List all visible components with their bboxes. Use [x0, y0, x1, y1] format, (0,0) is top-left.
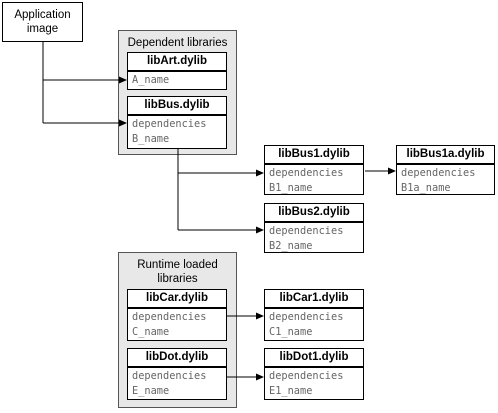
lib-car-name: libCar.dylib [128, 290, 226, 309]
lib-bus1-line2: B1_name [269, 182, 313, 194]
lib-art-line1: A_name [132, 74, 170, 86]
runtime-libraries-title-line1: Runtime loaded [137, 259, 218, 271]
lib-bus1a-line1: dependencies [401, 167, 476, 179]
lib-car-box: libCar.dylib dependencies C_name [127, 289, 227, 341]
lib-dot-line2: E_name [132, 385, 170, 397]
runtime-libraries-title-line2: libraries [157, 273, 198, 285]
lib-car1-name: libCar1.dylib [265, 290, 363, 309]
lib-bus-line2: B_name [132, 133, 170, 145]
lib-bus1-name: libBus1.dylib [265, 146, 363, 165]
lib-dot1-line1: dependencies [269, 370, 344, 382]
application-image-box: Application image [2, 2, 83, 42]
application-label-line2: image [26, 23, 59, 35]
lib-dot1-line2: E1_name [269, 385, 313, 397]
lib-car1-box: libCar1.dylib dependencies C1_name [264, 289, 364, 341]
lib-bus1a-box: libBus1a.dylib dependencies B1a_name [396, 145, 495, 195]
lib-car-line2: C_name [132, 326, 170, 338]
lib-car1-line1: dependencies [269, 311, 344, 323]
lib-dot1-box: libDot1.dylib dependencies E1_name [264, 348, 364, 400]
lib-bus2-line2: B2_name [269, 240, 313, 252]
lib-bus-name: libBus.dylib [128, 97, 226, 116]
lib-bus-line1: dependencies [132, 118, 207, 130]
application-label-line1: Application [14, 9, 71, 21]
lib-car1-line2: C1_name [269, 326, 313, 338]
lib-bus1-box: libBus1.dylib dependencies B1_name [264, 145, 364, 195]
lib-bus-box: libBus.dylib dependencies B_name [127, 96, 227, 149]
lib-dot-line1: dependencies [132, 370, 207, 382]
lib-dot-name: libDot.dylib [128, 349, 226, 368]
lib-bus1a-line2: B1a_name [401, 182, 451, 194]
lib-bus1a-name: libBus1a.dylib [397, 146, 494, 165]
lib-art-box: libArt.dylib A_name [127, 52, 227, 90]
lib-bus2-line1: dependencies [269, 225, 344, 237]
lib-dot-box: libDot.dylib dependencies E_name [127, 348, 227, 400]
lib-bus2-name: libBus2.dylib [265, 204, 363, 223]
dependent-libraries-title: Dependent libraries [127, 37, 228, 49]
lib-car-line1: dependencies [132, 311, 207, 323]
lib-bus1-line1: dependencies [269, 167, 344, 179]
lib-bus2-box: libBus2.dylib dependencies B2_name [264, 203, 364, 253]
lib-art-name: libArt.dylib [128, 53, 226, 72]
lib-dot1-name: libDot1.dylib [265, 349, 363, 368]
